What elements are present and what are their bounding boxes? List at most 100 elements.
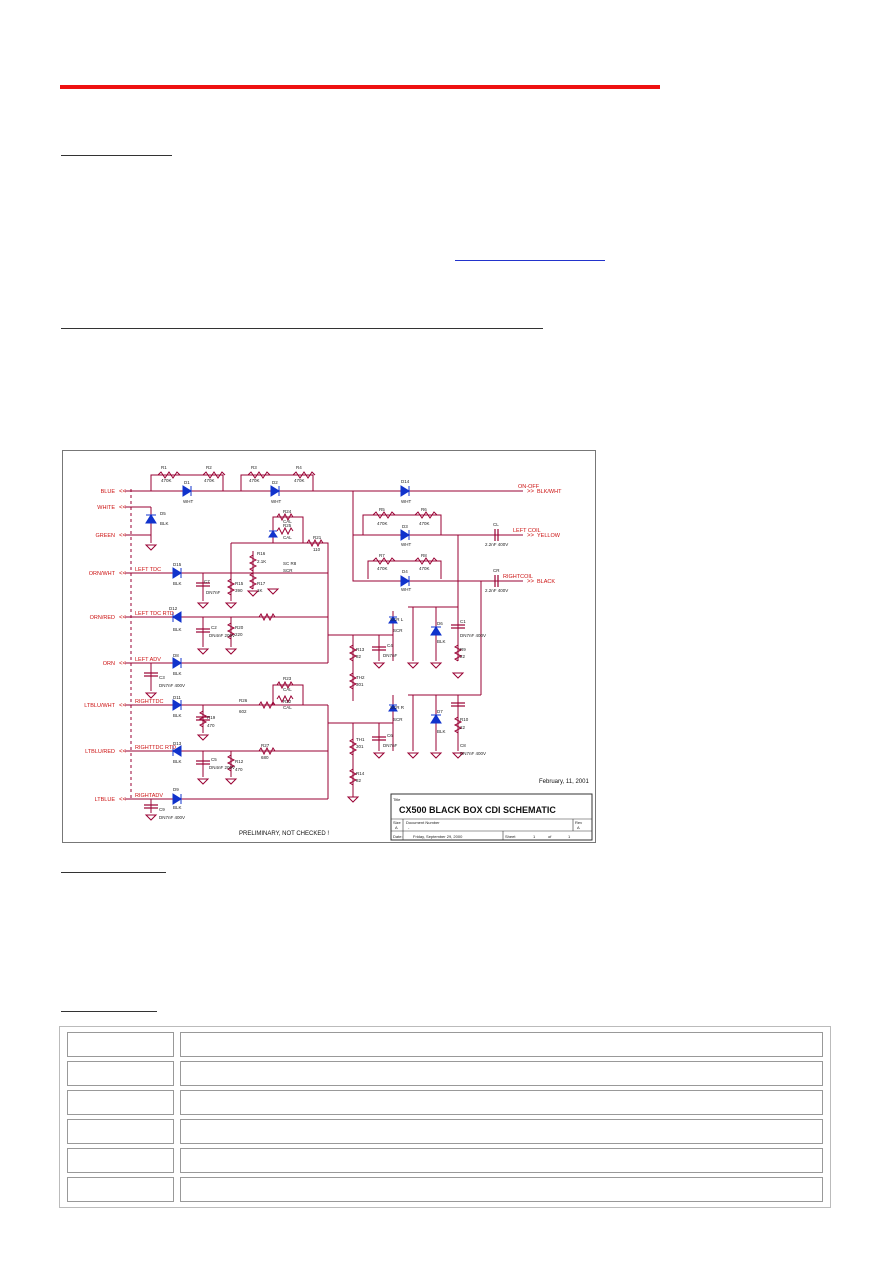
part-val: 110 (313, 547, 321, 552)
port-label: YELLOW (537, 533, 561, 539)
part-ref: R19 (207, 715, 216, 720)
part-ref: R9 (460, 647, 466, 652)
svg-text:>>: >> (527, 579, 535, 585)
tb-size-value: A (395, 825, 398, 830)
part-val: BLK (173, 581, 182, 586)
table-cell (67, 1090, 174, 1115)
svg-text:<<: << (119, 749, 127, 755)
preliminary-note: PRELIMINARY, NOT CHECKED ! (239, 831, 329, 837)
tb-rev-label: Rev (575, 820, 582, 825)
port-label: GREEN (95, 533, 115, 539)
port-label: WHITE (97, 505, 115, 511)
part-val: 22 (460, 725, 466, 730)
svg-text:>>: >> (527, 489, 535, 495)
part-val: WHT (271, 499, 281, 504)
port-label: BLUE (101, 489, 116, 495)
part-val: BLK (173, 671, 182, 676)
part-val: 82 (356, 654, 362, 659)
port-label: LTBLU/RED (85, 749, 115, 755)
table-cell (67, 1177, 174, 1202)
part-ref: R27 (261, 743, 270, 748)
part-val: 470 (235, 767, 243, 772)
table-cell (180, 1090, 823, 1115)
wires (125, 474, 523, 813)
part-val: CAL (283, 705, 292, 710)
port-label: ORN/RED (90, 615, 115, 621)
schematic-title: CX500 BLACK BOX CDI SCHEMATIC (399, 805, 556, 815)
table-row (67, 1177, 823, 1202)
net-label: LEFT TDC (135, 567, 161, 573)
part-ref: TH1 (356, 737, 365, 742)
svg-text:<<: << (119, 533, 127, 539)
net-labels: LEFT TDC LEFT TDC RTD LEFT ADV RIGHTTDC … (135, 528, 541, 799)
part-val: BLK (437, 729, 446, 734)
part-ref: R10 (460, 717, 469, 722)
net-label: RIGHTADV (135, 793, 163, 799)
port-label: LTBLUE (95, 797, 116, 803)
part-val: 470K (377, 566, 388, 571)
part-val: DN7nF 400V (460, 751, 486, 756)
part-val: 470K (249, 478, 260, 483)
hyperlink-underline[interactable] (455, 260, 605, 261)
part-ref: R2 (206, 465, 212, 470)
svg-text:<<: << (119, 615, 127, 621)
port-label: BLACK (537, 579, 555, 585)
port-label: RIGHTCOIL (503, 574, 533, 580)
diode-symbols (145, 485, 442, 805)
part-ref: SCR L (390, 617, 404, 622)
part-val: 602 (239, 709, 247, 714)
part-ref: R1 (161, 465, 167, 470)
part-ref: C2 (211, 625, 217, 630)
part-ref: C4 (387, 643, 393, 648)
net-label: LEFT TDC RTD (135, 611, 174, 617)
part-val: DN4nF 200V (209, 765, 235, 770)
ground-symbols (144, 544, 465, 821)
schematic-date: February, 11, 2001 (539, 779, 589, 785)
part-ref: D1 (184, 480, 190, 485)
part-val: BLK (173, 627, 182, 632)
table-row (67, 1148, 823, 1173)
table-row (67, 1061, 823, 1086)
part-val: DN4nF 200V (209, 633, 235, 638)
part-val: DN7nF (383, 743, 398, 748)
net-label: RIGHTTDC (135, 699, 163, 705)
table-cell (180, 1148, 823, 1173)
red-divider-rule (60, 85, 660, 89)
part-ref: R6 (421, 507, 427, 512)
part-ref: R24 (283, 509, 292, 514)
part-ref: CR (493, 568, 500, 573)
part-val: SCR (393, 628, 403, 633)
part-ref: R17 (257, 581, 266, 586)
part-val: BLK (437, 639, 446, 644)
part-ref: CL (493, 522, 499, 527)
part-ref: R4 (296, 465, 302, 470)
svg-text:<<: << (119, 703, 127, 709)
part-val: 680 (261, 755, 269, 760)
port-label: ON-OFF (518, 484, 540, 490)
part-val: CAL (283, 687, 292, 692)
part-ref: TH2 (356, 675, 365, 680)
part-ref: D7 (437, 709, 443, 714)
part-val: CAL (283, 519, 292, 524)
part-ref: D8 (173, 653, 179, 658)
svg-text:<<: << (119, 797, 127, 803)
part-ref: C6 (387, 733, 393, 738)
part-val: BLK (173, 759, 182, 764)
part-val: 301 (356, 744, 364, 749)
part-val: BLK (173, 713, 182, 718)
part-ref: R7 (379, 553, 385, 558)
part-ref: D2 (272, 480, 278, 485)
part-val: DN7nF 400V (159, 815, 185, 820)
svg-text:>>: >> (527, 533, 535, 539)
table-cell (180, 1119, 823, 1144)
schematic-svg: <<<<<< <<<<<< <<<<<< >>>>>> BLUE WHITE G… (84, 465, 593, 841)
svg-text:<<: << (119, 489, 127, 495)
part-ref: D9 (173, 787, 179, 792)
part-ref: R13 (356, 647, 365, 652)
part-val: WHT (401, 542, 411, 547)
part-val: 2.2nF 400V (485, 542, 508, 547)
part-ref: D15 (173, 562, 182, 567)
cdi-schematic-figure: <<<<<< <<<<<< <<<<<< >>>>>> BLUE WHITE G… (62, 450, 596, 843)
part-val: 301 (356, 682, 364, 687)
part-val: DN7nF (206, 590, 221, 595)
